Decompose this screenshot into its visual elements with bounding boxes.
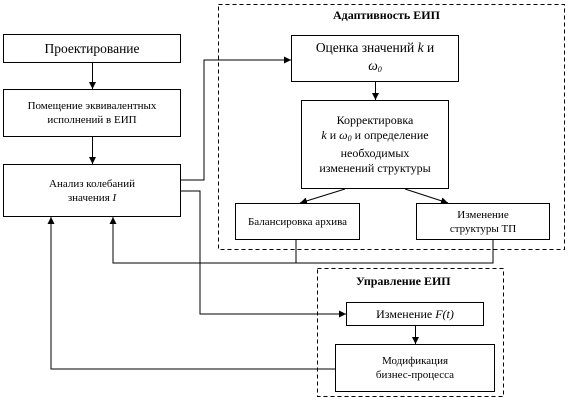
arrow-correction-to-archive xyxy=(299,188,346,205)
bp-modification-box: Модификация бизнес-процесса xyxy=(335,344,495,392)
design-box: Проектирование xyxy=(3,34,181,63)
f-change-box: Изменение F(t) xyxy=(346,302,484,326)
adaptivity-group-title: Адаптивность ЕИП xyxy=(333,8,440,23)
archive-balancing-box: Балансировка архива xyxy=(235,203,360,240)
management-group-frame xyxy=(317,268,504,397)
arrow-correction-to-tp-change xyxy=(404,188,449,205)
tp-structure-change-box: Изменение структуры ТП xyxy=(416,203,550,240)
adaptivity-group-frame xyxy=(218,4,565,250)
arrow-analysis-to-estimate xyxy=(180,56,291,181)
analysis-box: Анализ колебаний значения I xyxy=(3,164,181,217)
correction-box: Корректировка k и ω0 и определение необх… xyxy=(301,100,449,189)
feedback-from-tp-change xyxy=(109,217,494,264)
management-group-title: Управление ЕИП xyxy=(356,274,451,289)
estimate-box: Оценка значений k и ω0 xyxy=(291,35,459,82)
placement-box: Помещение эквивалентных исполнений в ЕИП xyxy=(3,89,181,137)
feedback-from-bp xyxy=(47,217,335,370)
arrow-analysis-to-f-change xyxy=(180,190,346,318)
